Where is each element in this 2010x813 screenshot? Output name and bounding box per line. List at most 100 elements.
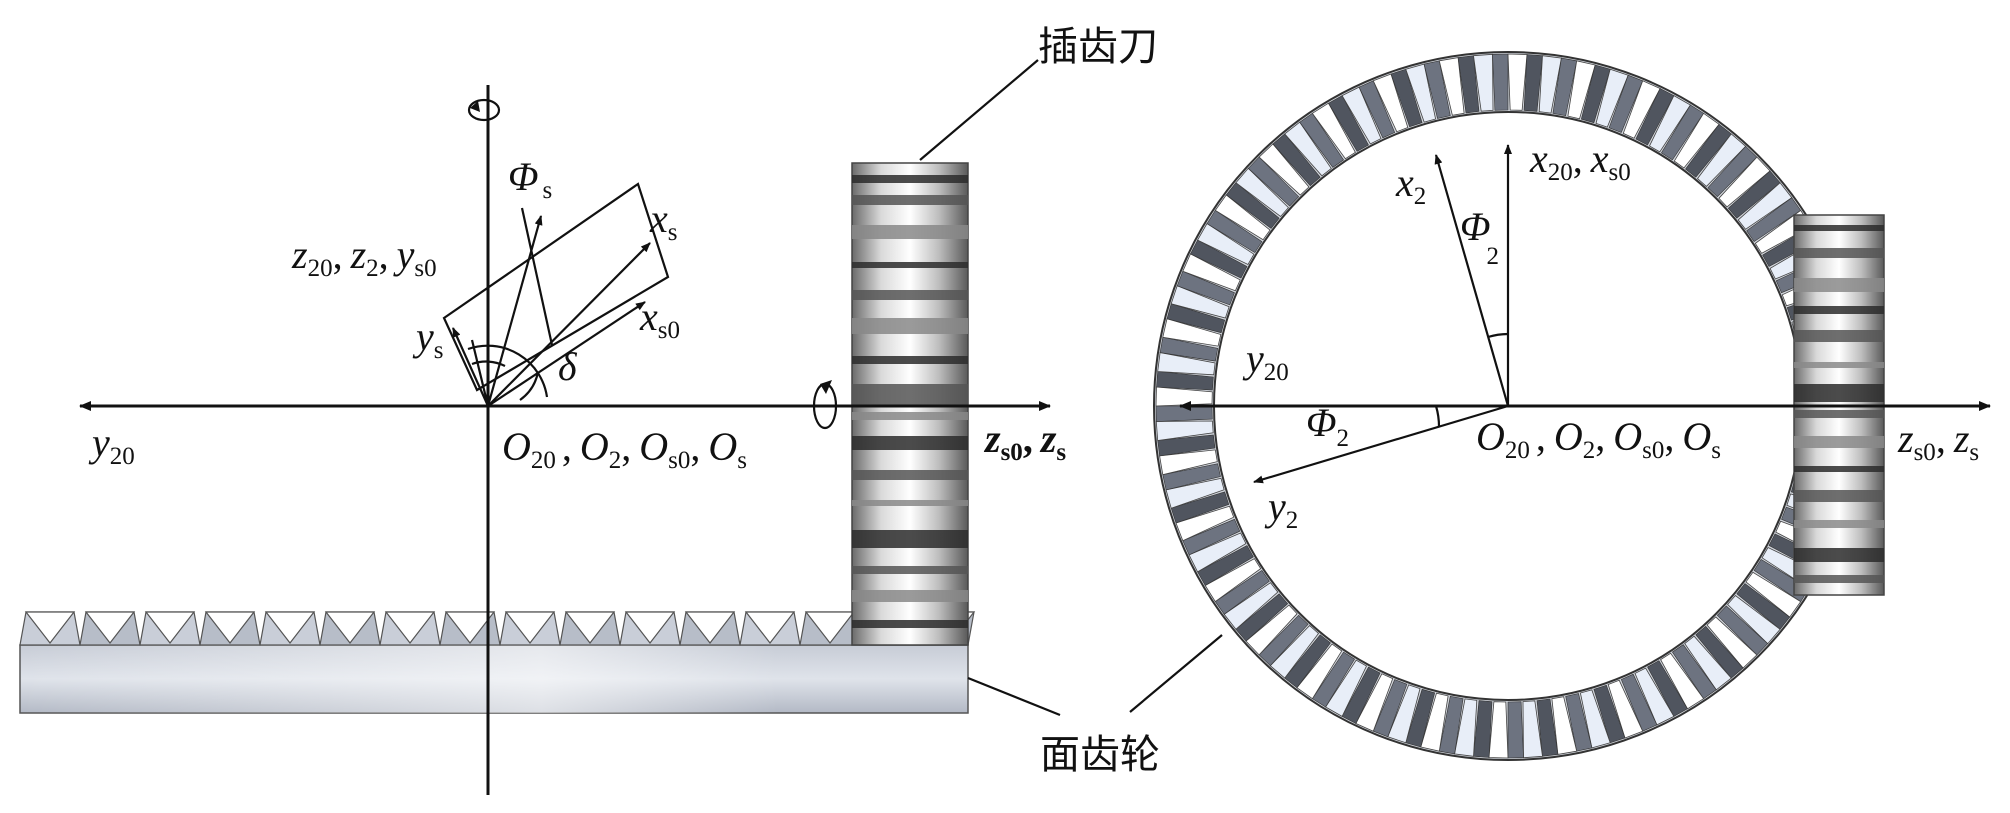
ring-tooth [1341,86,1382,145]
ring-tooth [1737,182,1793,230]
cutter-tooth-band [1794,306,1884,314]
ring-tooth-shadow [1580,64,1611,124]
rack-tooth-gap [444,611,496,644]
cutter-tooth-band [852,290,968,300]
face-gear-leader-line-left [967,676,1061,717]
ring-tooth [1387,684,1421,744]
ring-tooth [1567,60,1596,120]
label-xs0: xs0 [639,294,680,344]
cutter-tooth-band [852,262,968,268]
cutter-tooth-band [1794,248,1884,258]
rack-tooth-gap [24,611,76,644]
phi2-arc-top [1487,332,1509,339]
ring-tooth-shadow [1214,569,1270,615]
ring-tooth-shadow [1247,156,1300,207]
ring-tooth-shadow [1552,57,1578,117]
ring-tooth [1311,102,1356,160]
ring-tooth [1188,532,1247,573]
cutter-tooth-band [1794,410,1884,418]
ring-tooth [1155,420,1214,441]
rack-tooth-gap [624,611,676,644]
cutter-tooth-band [852,356,968,364]
phi-s-vector [486,215,543,407]
ring-tooth-shadow [1671,644,1717,700]
ring-tooth-shadow [1727,170,1781,219]
ring-tooth-shadow [1695,625,1744,679]
ring-tooth [1175,505,1235,542]
ring-tooth-shadow [1390,68,1423,128]
ring-tooth-shadow [1620,673,1658,732]
cutter-tooth-band [852,384,968,406]
cutter-tooth-band [852,590,968,602]
ring-tooth [1551,696,1578,755]
ring-tooth [1214,194,1271,241]
ring-tooth-shadow [1341,666,1381,724]
face-gear-label: 面齿轮 [1040,732,1160,778]
ring-tooth [1727,594,1781,645]
cutter-tooth-band [1794,278,1884,292]
ring-tooth [1197,223,1255,266]
ring-tooth [1507,53,1528,111]
cutter-label: 插齿刀 [1038,24,1158,70]
label-y20-right: y20 [1242,336,1289,386]
ring-tooth [1170,285,1230,319]
ring-tooth [1634,667,1675,726]
face-gear-rack [19,611,976,714]
cutter-tooth-band [1794,548,1884,562]
z-short-vector [470,339,490,407]
ring-tooth [1355,673,1394,732]
cutter-tooth-band [852,195,968,205]
rotation-icon-horizontal [812,380,838,430]
cutter-tooth-band [852,470,968,480]
label-delta: δ [558,344,578,389]
angle-arc-small [471,360,506,367]
ring-tooth [1522,700,1543,759]
rack-tooth-gap [324,611,376,644]
cutter-tooth-band [1794,225,1884,231]
ring-tooth [1595,68,1629,128]
ring-tooth-shadow [1206,209,1263,254]
ring-tooth [1673,112,1720,169]
xs-vector [487,242,651,407]
ring-tooth [1718,156,1771,208]
ring-tooth [1684,635,1732,691]
ring-tooth-shadow [1225,182,1280,229]
cutter-tooth-band [852,175,968,183]
label-origins-left: O20,O2,Os0,Os [502,424,747,474]
cutter-tooth-band [1794,575,1884,583]
ring-tooth [1159,449,1218,476]
cutter-tooth-band [852,412,968,420]
label-z20-z2-ys0: z20,z2,ys0 [291,232,437,282]
face-gear-leader-line-right [1129,634,1223,713]
ring-tooth-shadow [1190,239,1248,279]
ring-tooth [1284,121,1332,177]
ys-vector [451,327,490,407]
ring-tooth-shadow [1635,88,1675,146]
ring-tooth-shadow [1157,434,1216,457]
ring-tooth-shadow [1647,660,1688,717]
ring-tooth [1473,53,1494,112]
rack-tooth-gap [804,611,856,644]
cutter-tooth-band [852,225,968,239]
label-x2: x2 [1395,160,1426,210]
phi-s-leader [520,207,554,346]
label-zs0-zs-right: zs0,zs [1897,416,1979,466]
ring-tooth [1696,133,1747,187]
ring-tooth-shadow [1155,405,1213,422]
ring-tooth-shadow [1170,491,1230,524]
x2-vector [1434,154,1510,407]
ring-tooth-shadow [1707,145,1758,198]
ring-tooth-shadow [1523,54,1543,112]
cutter-tooth-band [1794,466,1884,472]
ring-tooth [1235,167,1289,218]
ring-tooth-shadow [1746,197,1802,243]
ring-tooth-shadow [1507,701,1524,759]
cutter-tooth-band [1794,384,1884,402]
cutter-tooth-band [1794,436,1884,448]
shaper-cutter-side [851,162,969,646]
ring-tooth [1258,143,1310,196]
ring-tooth [1660,652,1705,710]
